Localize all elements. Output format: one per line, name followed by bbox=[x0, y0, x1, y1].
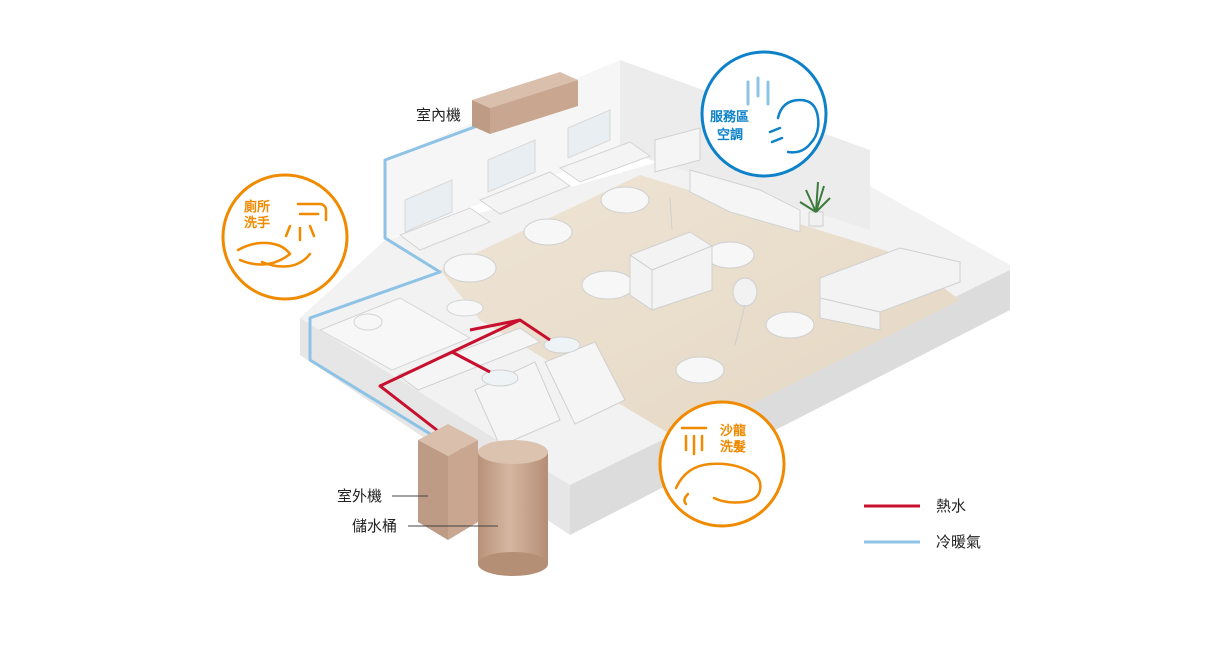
shower-head-icon bbox=[680, 426, 708, 456]
outdoor-unit bbox=[418, 424, 478, 540]
hair-wash-head-icon bbox=[674, 462, 762, 506]
toilet-badge-text-line2: 洗手 bbox=[244, 216, 271, 231]
air-conditioning-pipe bbox=[308, 120, 489, 442]
center-station bbox=[628, 231, 714, 311]
salon-chairs bbox=[443, 186, 815, 384]
salon-badge-text-line1: 沙龍 bbox=[720, 424, 747, 439]
styling-stations bbox=[398, 141, 652, 251]
shampoo-station bbox=[396, 327, 626, 447]
waiting-sofa bbox=[654, 127, 801, 233]
hot-water-pipe-toilet bbox=[469, 318, 521, 332]
legend-air-conditioning-label: 冷暖氣 bbox=[936, 533, 982, 551]
toilet-room bbox=[318, 297, 484, 371]
indoor-unit-label: 室內機 bbox=[416, 106, 462, 124]
person-head-icon bbox=[768, 98, 820, 154]
toilet-badge-text-line1: 廁所 bbox=[244, 200, 271, 215]
hot-water-pipe bbox=[378, 350, 491, 464]
water-tank-label: 儲水桶 bbox=[352, 517, 398, 535]
hand-wash-icon bbox=[236, 202, 328, 268]
indoor-unit bbox=[472, 72, 578, 134]
water-tank bbox=[478, 440, 548, 576]
service-badge-text-line2: 空調 bbox=[717, 128, 744, 143]
salon-badge-text-line2: 洗髮 bbox=[720, 440, 747, 455]
legend bbox=[864, 504, 920, 544]
toilet-handwash-badge bbox=[221, 173, 349, 301]
plant bbox=[799, 181, 831, 228]
floor-lamps bbox=[669, 197, 758, 346]
styling-mirrors bbox=[404, 109, 611, 233]
service-badge-text-line1: 服務區 bbox=[710, 110, 750, 125]
legend-hot-water-label: 熱水 bbox=[936, 497, 967, 515]
air-flow-icon bbox=[746, 76, 770, 106]
reception-desk bbox=[819, 247, 961, 331]
outdoor-unit-label: 室外機 bbox=[337, 487, 383, 505]
service-area-ac-badge bbox=[700, 50, 828, 178]
salon-hairwash-badge bbox=[658, 400, 786, 528]
